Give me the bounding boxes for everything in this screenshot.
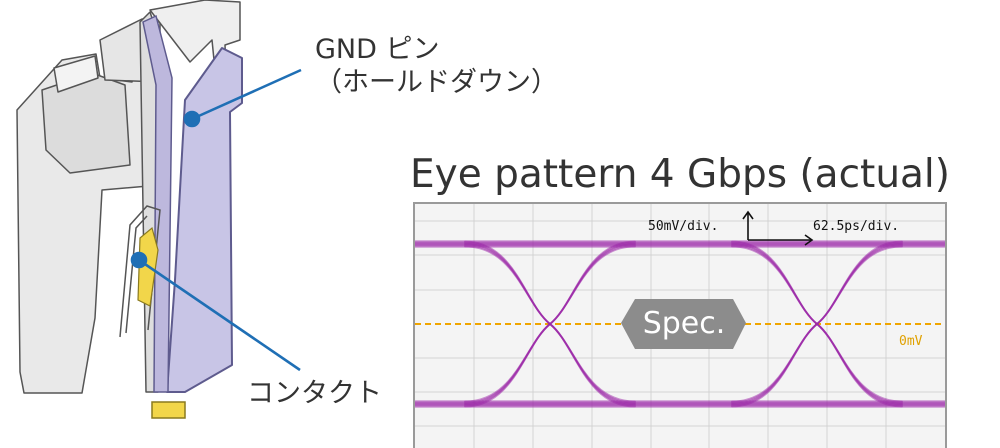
rising-edge-trace xyxy=(731,245,903,408)
eye-diagram-panel: 50mV/div. 62.5ps/div. 0mV Spec. xyxy=(413,202,947,448)
falling-edge-trace xyxy=(464,244,636,407)
rising-edge-trace xyxy=(464,244,636,407)
falling-edge-trace xyxy=(731,245,903,408)
falling-edge-trace xyxy=(464,245,636,408)
connector-cross-section xyxy=(16,0,302,419)
gnd-pin-callout: GND ピン （ホールドダウン） xyxy=(315,34,558,100)
contact-callout: コンタクト xyxy=(247,378,382,409)
guide-rail xyxy=(142,14,173,393)
falling-edge-trace xyxy=(731,244,903,407)
rising-edge-trace xyxy=(731,241,903,404)
eye-diagram-plot xyxy=(415,204,945,448)
spec-mask-label: Spec. xyxy=(642,305,726,341)
rising-edge-trace xyxy=(464,245,636,408)
gnd-pin-label: GND ピン xyxy=(315,34,440,65)
gnd-pin-body xyxy=(166,47,243,393)
spec-mask-hexagon xyxy=(621,299,746,349)
solder-tail xyxy=(151,401,186,419)
oscilloscope-grid xyxy=(415,204,945,448)
falling-edge-trace xyxy=(464,240,636,403)
rising-edge-trace xyxy=(731,240,903,403)
eye-pattern-title: Eye pattern 4 Gbps (actual) xyxy=(410,152,950,197)
falling-edge-trace xyxy=(464,241,636,404)
eye-traces xyxy=(415,240,945,408)
hold-down-label: （ホールドダウン） xyxy=(315,66,558,98)
vertical-scale-label: 50mV/div. xyxy=(648,219,719,234)
falling-edge-trace xyxy=(731,241,903,404)
time-scale-label: 62.5ps/div. xyxy=(813,219,900,234)
rising-edge-trace xyxy=(464,241,636,404)
falling-edge-trace xyxy=(731,240,903,403)
callout-leader-lines xyxy=(130,68,302,372)
rising-edge-trace xyxy=(464,240,636,403)
scale-arrows xyxy=(742,210,814,246)
rising-edge-trace xyxy=(731,244,903,407)
zero-level-label: 0mV xyxy=(899,334,923,349)
